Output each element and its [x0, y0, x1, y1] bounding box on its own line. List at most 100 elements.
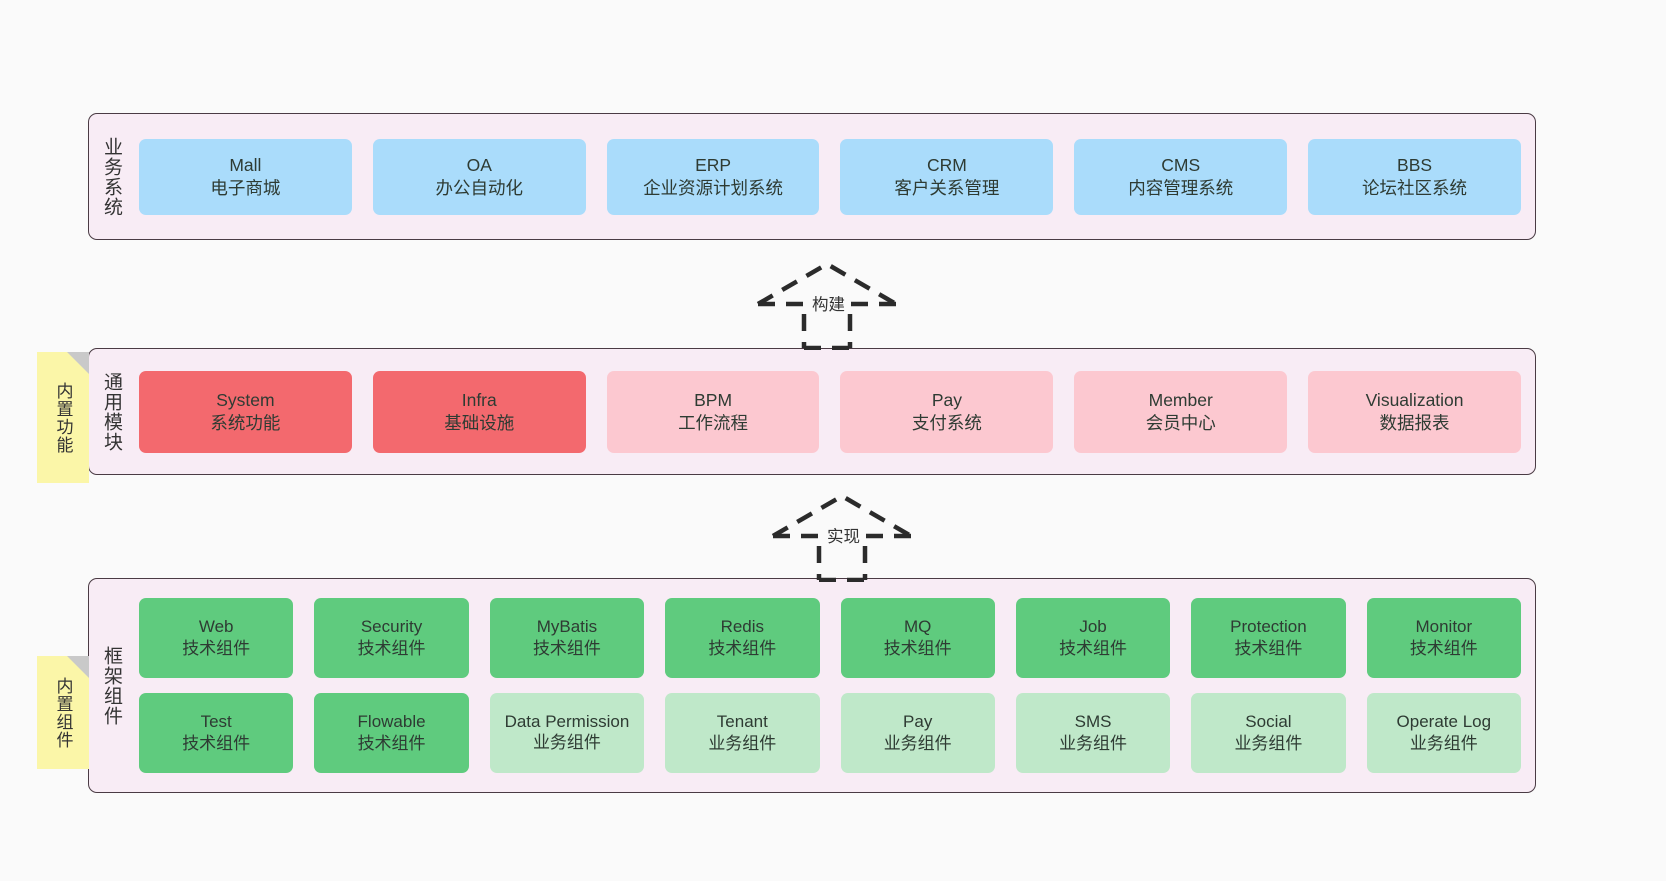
node-sms-cn: 业务组件 — [1059, 734, 1128, 753]
node-mall-en: Mall — [229, 154, 262, 175]
node-tenant[interactable]: Tenant 业务组件 — [665, 693, 820, 773]
node-pay-component-en: Pay — [903, 711, 933, 731]
node-visualization-cn: 数据报表 — [1379, 412, 1450, 433]
node-social-cn: 业务组件 — [1234, 734, 1303, 753]
node-visualization[interactable]: Visualization 数据报表 — [1308, 370, 1521, 453]
node-mall[interactable]: Mall 电子商城 — [139, 138, 352, 215]
node-mq-cn: 技术组件 — [883, 639, 952, 658]
node-system[interactable]: System 系统功能 — [139, 370, 352, 453]
node-social[interactable]: Social 业务组件 — [1191, 693, 1346, 773]
node-job-en: Job — [1079, 616, 1107, 636]
node-bpm[interactable]: BPM 工作流程 — [606, 370, 820, 453]
layer-business-systems: 业务系统 Mall 电子商城 OA 办公自动化 ERP 企业资源计划系统 CRM… — [88, 113, 1536, 240]
arrow-build-label: 构建 — [812, 296, 845, 314]
row-framework-technical: Web 技术组件 Security 技术组件 MyBatis 技术组件 Redi… — [139, 598, 1521, 678]
arrow-implement-label: 实现 — [827, 528, 860, 546]
note-builtin-functions: 内置功能 — [37, 352, 89, 483]
node-cms[interactable]: CMS 内容管理系统 — [1074, 138, 1288, 215]
node-security-cn: 技术组件 — [357, 639, 426, 658]
node-crm-cn: 客户关系管理 — [894, 177, 1000, 198]
node-member[interactable]: Member 会员中心 — [1074, 370, 1288, 453]
node-redis-en: Redis — [720, 616, 765, 636]
node-mq[interactable]: MQ 技术组件 — [840, 598, 995, 678]
arrow-build-icon — [756, 261, 898, 350]
node-system-en: System — [216, 389, 275, 410]
node-operate-log[interactable]: Operate Log 业务组件 — [1366, 693, 1521, 773]
node-cms-en: CMS — [1161, 154, 1201, 175]
node-protection-en: Protection — [1230, 616, 1307, 636]
node-oa-cn: 办公自动化 — [435, 177, 523, 198]
node-job[interactable]: Job 技术组件 — [1015, 598, 1171, 678]
node-flowable[interactable]: Flowable 技术组件 — [314, 693, 469, 773]
node-oa-en: OA — [466, 154, 492, 175]
node-tenant-en: Tenant — [716, 711, 768, 731]
node-bbs-cn: 论坛社区系统 — [1362, 177, 1468, 198]
layer-title-framework-components: 框架组件 — [101, 645, 123, 726]
node-operate-log-en: Operate Log — [1396, 711, 1492, 731]
row-business-systems: Mall 电子商城 OA 办公自动化 ERP 企业资源计划系统 CRM 客户关系… — [139, 138, 1521, 215]
row-framework-business: Test 技术组件 Flowable 技术组件 Data Permission … — [139, 693, 1521, 773]
node-redis-cn: 技术组件 — [708, 639, 777, 658]
node-crm-en: CRM — [926, 154, 967, 175]
node-security[interactable]: Security 技术组件 — [314, 598, 469, 678]
node-test-cn: 技术组件 — [182, 734, 251, 753]
note-builtin-components: 内置组件 — [37, 656, 89, 769]
node-protection[interactable]: Protection 技术组件 — [1191, 598, 1346, 678]
node-sms-en: SMS — [1074, 711, 1112, 731]
node-protection-cn: 技术组件 — [1234, 639, 1303, 658]
node-data-permission-cn: 业务组件 — [532, 733, 601, 753]
note-builtin-functions-label: 内置功能 — [53, 381, 73, 454]
node-test-en: Test — [200, 711, 232, 731]
arrow-implement-icon — [771, 493, 913, 582]
node-tenant-cn: 业务组件 — [708, 734, 777, 753]
node-data-permission-en: Data Permission — [504, 711, 630, 731]
layer-title-common-modules: 通用模块 — [101, 371, 123, 452]
node-monitor[interactable]: Monitor 技术组件 — [1366, 598, 1521, 678]
layer-common-modules: 通用模块 System 系统功能 Infra 基础设施 BPM 工作流程 Pay… — [88, 348, 1536, 475]
node-flowable-cn: 技术组件 — [357, 734, 426, 753]
note-fold-corner-icon — [67, 352, 89, 374]
note-fold-corner-icon — [67, 656, 89, 678]
node-mybatis[interactable]: MyBatis 技术组件 — [489, 598, 645, 678]
node-member-en: Member — [1148, 389, 1213, 410]
node-sms[interactable]: SMS 业务组件 — [1015, 693, 1171, 773]
node-bpm-en: BPM — [694, 389, 733, 410]
node-monitor-cn: 技术组件 — [1409, 639, 1478, 658]
node-mq-en: MQ — [903, 616, 932, 636]
node-pay-module-cn: 支付系统 — [911, 412, 982, 433]
node-pay-module[interactable]: Pay 支付系统 — [840, 370, 1054, 453]
node-bbs-en: BBS — [1397, 154, 1433, 175]
node-erp-en: ERP — [695, 154, 732, 175]
layer-framework-components: 框架组件 Web 技术组件 Security 技术组件 MyBatis 技术组件… — [88, 578, 1536, 793]
node-data-permission[interactable]: Data Permission 业务组件 — [489, 693, 645, 773]
node-infra-cn: 基础设施 — [444, 412, 515, 433]
node-pay-module-en: Pay — [931, 389, 962, 410]
layer-body-business-systems: Mall 电子商城 OA 办公自动化 ERP 企业资源计划系统 CRM 客户关系… — [133, 114, 1535, 239]
node-infra-en: Infra — [461, 389, 497, 410]
node-erp[interactable]: ERP 企业资源计划系统 — [606, 138, 820, 215]
node-infra[interactable]: Infra 基础设施 — [372, 370, 586, 453]
node-web-en: Web — [198, 616, 234, 636]
node-redis[interactable]: Redis 技术组件 — [665, 598, 820, 678]
note-builtin-components-label: 内置组件 — [53, 676, 73, 749]
node-crm[interactable]: CRM 客户关系管理 — [840, 138, 1054, 215]
row-common-modules: System 系统功能 Infra 基础设施 BPM 工作流程 Pay 支付系统… — [139, 370, 1521, 453]
node-bbs[interactable]: BBS 论坛社区系统 — [1308, 138, 1521, 215]
layer-body-common-modules: System 系统功能 Infra 基础设施 BPM 工作流程 Pay 支付系统… — [133, 349, 1535, 474]
node-flowable-en: Flowable — [357, 711, 426, 731]
node-visualization-en: Visualization — [1365, 389, 1464, 410]
node-operate-log-cn: 业务组件 — [1409, 734, 1478, 753]
layer-title-business-systems: 业务系统 — [101, 136, 123, 217]
node-test[interactable]: Test 技术组件 — [139, 693, 294, 773]
node-web-cn: 技术组件 — [182, 639, 251, 658]
node-web[interactable]: Web 技术组件 — [139, 598, 294, 678]
node-cms-cn: 内容管理系统 — [1128, 177, 1234, 198]
node-security-en: Security — [360, 616, 423, 636]
node-monitor-en: Monitor — [1415, 616, 1473, 636]
node-oa[interactable]: OA 办公自动化 — [372, 138, 586, 215]
node-mybatis-en: MyBatis — [536, 616, 598, 636]
node-member-cn: 会员中心 — [1145, 412, 1216, 433]
node-pay-component[interactable]: Pay 业务组件 — [840, 693, 995, 773]
node-mall-cn: 电子商城 — [210, 177, 281, 198]
